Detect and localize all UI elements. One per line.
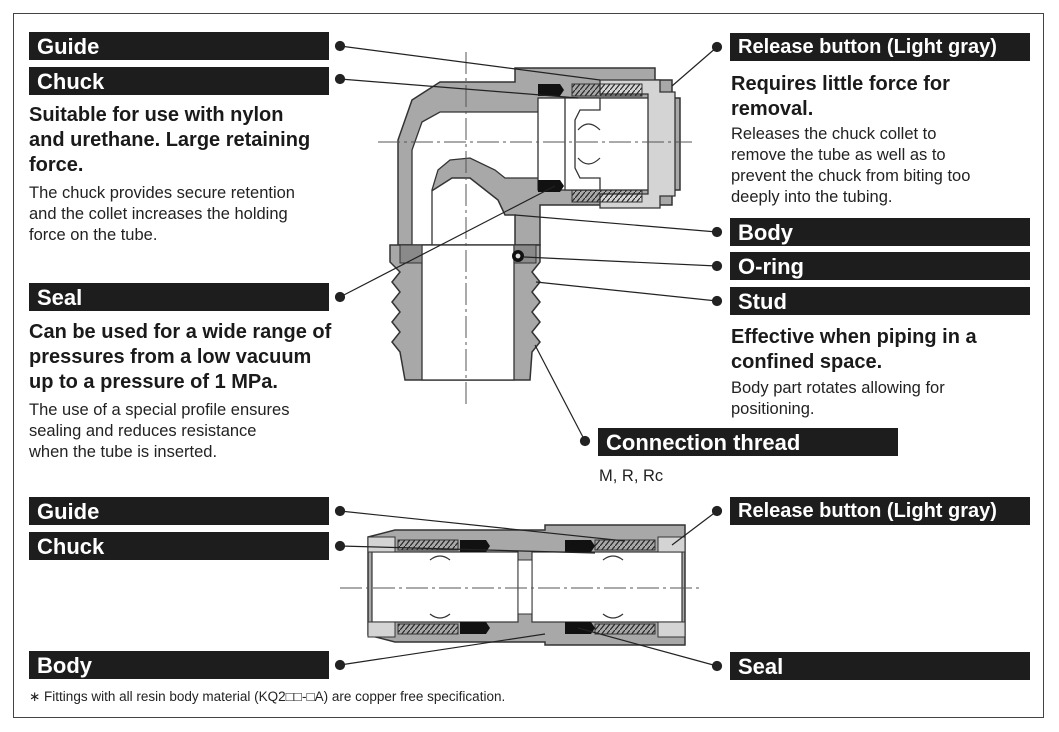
label-o-ring: O-ring — [730, 252, 1030, 280]
bottom-leader-lines — [334, 505, 723, 672]
chuck-description: The chuck provides secure retention and … — [29, 184, 295, 244]
footnote: ∗ Fittings with all resin body material … — [29, 689, 506, 704]
label-body-bottom: Body — [29, 651, 329, 679]
label-seal-top: Seal — [29, 283, 329, 311]
label-guide-top: Guide — [29, 32, 329, 60]
elbow-fitting-drawing — [378, 52, 692, 405]
label-stud: Stud — [730, 287, 1030, 315]
release-button-shape — [599, 79, 676, 209]
union-seal-left-bottom — [460, 622, 490, 634]
label-body-top: Body — [730, 218, 1030, 246]
stud-description: Body part rotates allowing for positioni… — [731, 379, 945, 418]
chuck-heading: Suitable for use with nylon and urethane… — [29, 104, 311, 176]
union-seal-right-top — [565, 540, 595, 552]
label-guide-bottom: Guide — [29, 497, 329, 525]
label-chuck-top: Chuck — [29, 67, 329, 95]
seal-heading: Can be used for a wide range of pressure… — [29, 321, 332, 393]
release-description: Releases the chuck collet to remove the … — [731, 125, 971, 206]
label-release-button-bottom: Release button (Light gray) — [730, 497, 1030, 525]
seal-shape-upper — [538, 84, 564, 96]
label-connection-thread: Connection thread — [598, 428, 898, 456]
label-seal-bottom: Seal — [730, 652, 1030, 680]
label-release-button-top: Release button (Light gray) — [730, 33, 1030, 61]
seal-description: The use of a special profile ensures sea… — [29, 401, 290, 461]
top-leader-lines — [334, 40, 723, 447]
connection-thread-types: M, R, Rc — [599, 467, 664, 485]
seal-shape-lower — [538, 180, 564, 192]
release-heading: Requires little force for removal. — [731, 73, 950, 120]
label-chuck-bottom: Chuck — [29, 532, 329, 560]
figure-frame — [13, 13, 1044, 718]
stud-heading: Effective when piping in a confined spac… — [731, 326, 977, 373]
union-fitting-drawing — [340, 524, 700, 646]
